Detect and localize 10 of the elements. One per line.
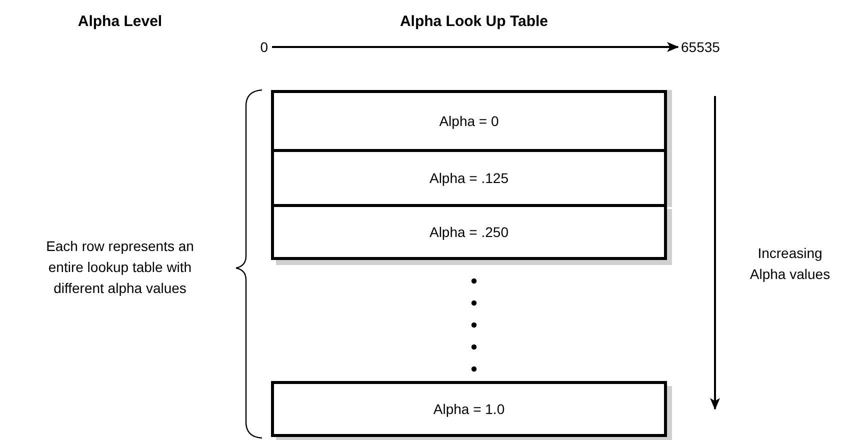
axis-label: 0 [260, 38, 268, 57]
axis-label: 65535 [681, 38, 720, 57]
column-heading: Alpha Look Up Table [400, 12, 548, 32]
row-label: Alpha = .250 [429, 224, 508, 240]
brace-note: Each row represents an entire lookup table with different alpha values [45, 237, 195, 298]
row-label: Alpha = 0 [439, 113, 499, 129]
row-label: Alpha = 1.0 [433, 401, 505, 417]
row-label: Alpha = .125 [429, 170, 508, 186]
column-heading: Alpha Level [78, 12, 162, 32]
arrow-label: Increasing Alpha values [748, 244, 832, 284]
